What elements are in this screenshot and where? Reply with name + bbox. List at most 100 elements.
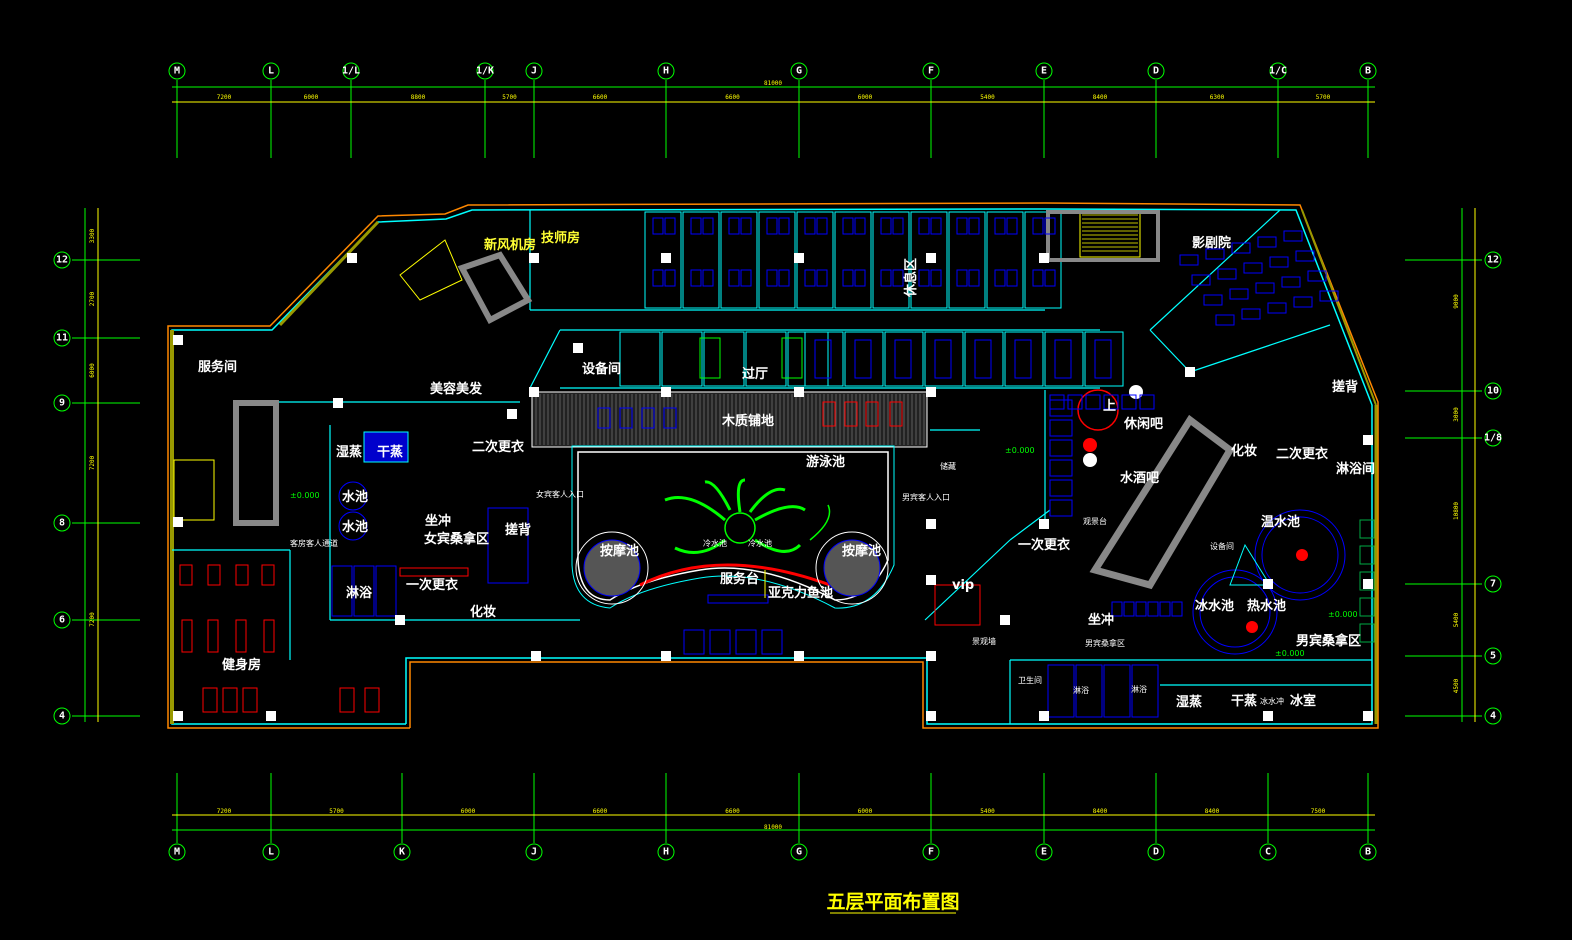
axis-label: L <box>268 847 274 858</box>
room-label: 按摩池 <box>842 543 881 559</box>
room-label: 新风机房 <box>484 237 536 253</box>
chair <box>597 407 611 429</box>
room-label: 卫生间 <box>1018 675 1042 685</box>
room-cubicle <box>1044 331 1084 387</box>
shower-stall <box>1075 664 1103 718</box>
dimension-text: 6000 <box>858 94 873 101</box>
column <box>173 517 183 527</box>
chair <box>663 407 677 429</box>
seat <box>1006 269 1018 287</box>
seat <box>664 269 676 287</box>
axis-label: 4 <box>59 711 65 722</box>
axis-bubble: E <box>1035 843 1053 861</box>
axis-bubble: J <box>525 843 543 861</box>
room-cubicle <box>948 211 986 309</box>
axis-bubble: B <box>1359 62 1377 80</box>
axis-bubble: H <box>657 62 675 80</box>
gym-equipment <box>364 687 380 713</box>
theater-seat <box>1191 274 1211 286</box>
axis-circle <box>1147 62 1165 80</box>
lounge-table <box>683 629 705 655</box>
dimension-text: 81000 <box>764 80 782 87</box>
theater-seat <box>1217 268 1237 280</box>
seat <box>816 269 828 287</box>
shower-seat <box>1123 601 1135 617</box>
axis-label: L <box>268 66 274 77</box>
column <box>507 409 517 419</box>
gym-equipment <box>235 564 249 586</box>
seat <box>766 217 778 235</box>
room-label: 冰室 <box>1290 693 1316 709</box>
column <box>347 253 357 263</box>
jacuzzi-left <box>583 539 641 597</box>
axis-bubble: L <box>262 843 280 861</box>
room-label: 一次更衣 <box>406 577 458 593</box>
room-label: 化妆 <box>470 604 496 620</box>
dimension-text: 6000 <box>461 808 476 815</box>
shower-stall <box>375 565 397 617</box>
column <box>926 253 936 263</box>
axis-bubble: G <box>790 62 808 80</box>
column <box>529 253 539 263</box>
axis-bubble: 10 <box>1484 382 1502 400</box>
room-label: 设备间 <box>1210 541 1234 551</box>
axis-circle <box>1359 62 1377 80</box>
seat <box>892 217 904 235</box>
axis-circle <box>476 62 494 80</box>
axis-circle <box>1484 647 1502 665</box>
room-label: 淋浴 <box>346 585 373 601</box>
room-label: 搓背 <box>1332 379 1358 395</box>
room-cubicle <box>986 211 1024 309</box>
shower-seat <box>1111 601 1123 617</box>
bar-stool <box>1103 394 1119 410</box>
axis-bubble: H <box>657 843 675 861</box>
room-label: 温水池 <box>1261 514 1300 530</box>
massage-chair <box>844 401 858 427</box>
seat <box>778 269 790 287</box>
theater-seat <box>1215 314 1235 326</box>
room-cubicle <box>844 331 884 387</box>
gym-equipment <box>261 564 275 586</box>
column <box>661 387 671 397</box>
room-cubicle <box>1084 331 1124 387</box>
small-label: 储藏 <box>940 461 956 471</box>
theater-seat <box>1243 262 1263 274</box>
bed <box>1094 339 1112 379</box>
level-mark: ±0.000 <box>1275 649 1305 658</box>
dimension-text: 6300 <box>1210 94 1225 101</box>
room-label: 湿蒸 <box>1176 694 1202 710</box>
dimension-text: 6600 <box>725 94 740 101</box>
bed <box>894 339 912 379</box>
dry-sauna-box <box>363 431 409 463</box>
columns <box>173 253 1373 721</box>
axis-label: J <box>531 847 537 858</box>
axis-label: B <box>1365 66 1371 77</box>
axis-circle <box>262 843 280 861</box>
column <box>926 575 936 585</box>
table-set <box>1049 439 1073 457</box>
axis-label: H <box>663 847 669 858</box>
axis-circle <box>1259 843 1277 861</box>
axis-label: 1/C <box>1269 66 1287 77</box>
seat <box>994 269 1006 287</box>
lounge-table <box>735 629 757 655</box>
treadmill <box>235 619 247 653</box>
bed <box>854 339 872 379</box>
theater-seat <box>1205 248 1225 260</box>
column <box>794 651 804 661</box>
bar-stool <box>1121 394 1137 410</box>
axis-label: 10 <box>1487 386 1499 397</box>
seat <box>664 217 676 235</box>
bar-stool <box>1139 394 1155 410</box>
pool-circle <box>338 481 368 511</box>
dimension-text: 8400 <box>1093 808 1108 815</box>
shower-stall <box>353 565 375 617</box>
wood-floor-lines <box>535 394 925 445</box>
axis-label: G <box>796 847 802 858</box>
axis-bubble: L <box>262 62 280 80</box>
treadmill <box>207 619 219 653</box>
window-wall <box>278 220 380 327</box>
seat <box>728 217 740 235</box>
axis-circle <box>790 62 808 80</box>
vip-room <box>934 584 981 626</box>
